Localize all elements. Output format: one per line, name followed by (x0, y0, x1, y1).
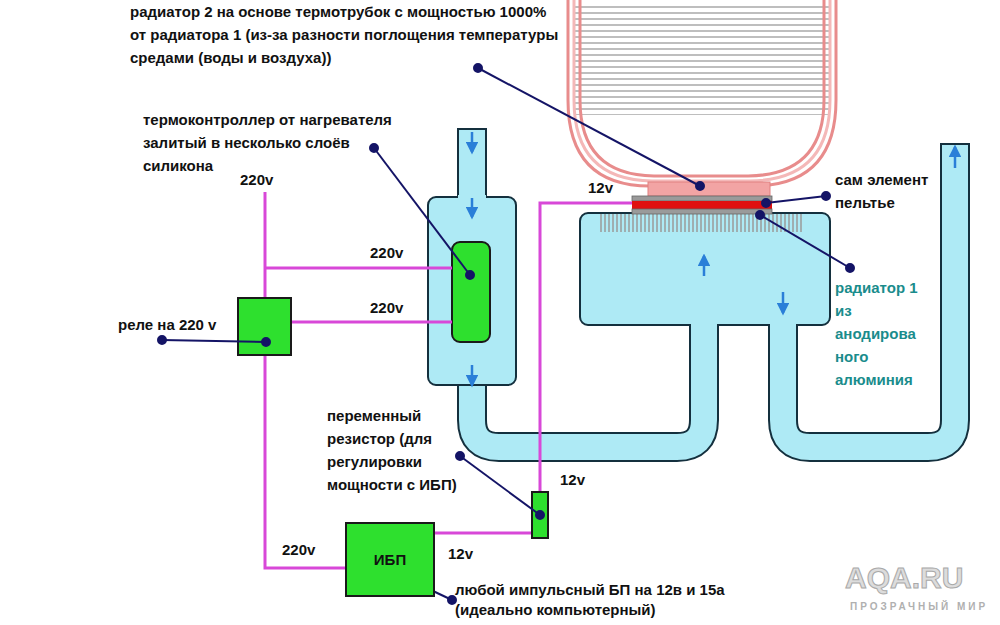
water-block (428, 197, 516, 385)
voltage-label: 220v (370, 296, 403, 319)
wires (265, 192, 632, 568)
peltier-plate (632, 196, 772, 201)
peltier-plate (632, 209, 772, 214)
pipe (459, 130, 485, 205)
heat-pipe (568, 0, 836, 186)
leader-dot (846, 264, 854, 272)
watermark-subtitle: ПРОЗРАЧНЫЙ МИР (850, 600, 988, 614)
leader-dot (822, 192, 830, 200)
pipe-outline (457, 128, 487, 205)
callout-text: любой импульсный БП на 12в и 15а (идеаль… (455, 580, 745, 620)
leader-dot (456, 452, 464, 460)
radiator-fins (574, 3, 830, 115)
leader-dot (466, 271, 474, 279)
thermocontroller (452, 242, 490, 342)
callout-text: радиатор 1 из анодирова ного алюминия (835, 276, 935, 391)
leader-dot (262, 338, 270, 346)
relay (238, 298, 291, 355)
leader-dot (474, 64, 482, 72)
leader-line (460, 456, 540, 515)
power-supply-box: ИБП (345, 522, 435, 597)
leader-dot (762, 199, 770, 207)
leader-dot (370, 144, 378, 152)
wire (435, 533, 540, 538)
flow-arrow (782, 292, 785, 313)
voltage-label: 12v (448, 542, 473, 565)
flow-arrow (471, 132, 474, 152)
voltage-label: 220v (240, 168, 273, 191)
wire (264, 192, 267, 298)
box-label: ИБП (374, 551, 406, 568)
flow-arrow (954, 147, 957, 168)
radiator-base (648, 182, 770, 196)
voltage-label: 220v (282, 538, 315, 561)
leader-line (162, 340, 266, 342)
flow-arrows (472, 132, 955, 385)
leader-dot (696, 182, 704, 190)
watermark: AQA.RU (845, 560, 963, 596)
leader-line (760, 215, 850, 268)
flow-arrow (703, 256, 706, 276)
callout-text: сам элемент пельтье (835, 168, 985, 214)
wire (540, 203, 632, 492)
variable-resistor (532, 492, 548, 538)
voltage-label: 12v (588, 176, 613, 199)
heat-pipe (580, 0, 824, 176)
wire (265, 267, 452, 270)
callout-text: реле на 220 v (118, 313, 216, 336)
callout-text: радиатор 2 на основе термотрубок с мощно… (130, 0, 560, 69)
leader-dot (448, 596, 456, 604)
leader-dot (756, 211, 764, 219)
leader-dot (536, 511, 544, 519)
callout-text: переменный резистор (для регулировки мощ… (327, 404, 467, 496)
leader-line (478, 68, 700, 186)
callout-text: термоконтроллер от нагревателя залитый в… (143, 108, 418, 177)
flow-arrow (471, 198, 474, 217)
flow-arrow (471, 365, 474, 385)
leader-dot (158, 336, 166, 344)
leader-line (766, 196, 826, 203)
pipe-joint (691, 300, 717, 327)
wire (291, 321, 452, 324)
heat-pipe (574, 0, 830, 181)
voltage-label: 12v (560, 468, 585, 491)
peltier-element (632, 201, 772, 209)
voltage-label: 220v (370, 241, 403, 264)
